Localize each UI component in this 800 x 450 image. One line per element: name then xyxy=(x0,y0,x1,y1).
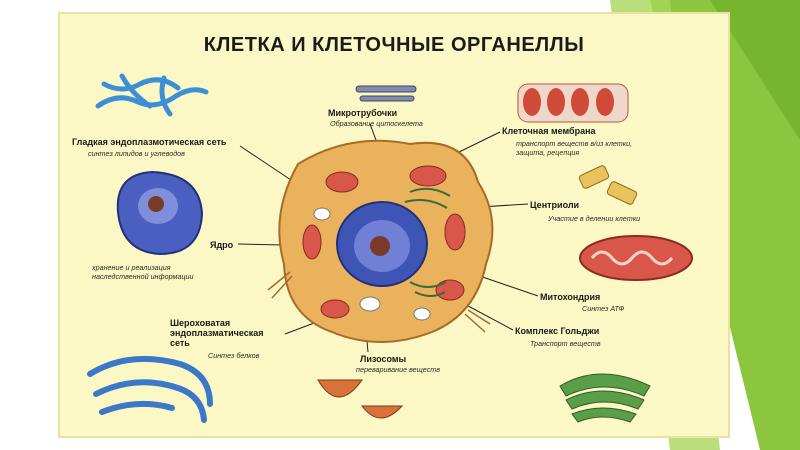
microtubules-desc: Образование цитоскелета xyxy=(330,119,423,128)
cell-body xyxy=(267,139,494,343)
poster-title: КЛЕТКА И КЛЕТОЧНЫЕ ОРГАНЕЛЛЫ xyxy=(203,34,585,56)
golgi-desc: Транспорт веществ xyxy=(530,339,601,348)
mitochondria-illustration xyxy=(579,235,693,281)
lysosomes-desc: переваривание веществ xyxy=(356,365,441,374)
nucleus-desc-2: наследственной информации xyxy=(92,272,194,281)
golgi-label: Комплекс Гольджи xyxy=(515,326,600,336)
centrioles-label: Центриоли xyxy=(530,200,580,210)
rough-er-label-1: Шероховатая xyxy=(170,318,231,328)
membrane-desc-2: защита, рецепция xyxy=(516,148,580,157)
rough-er-label-2: эндоплазматическая xyxy=(170,328,264,338)
mitochondria-label: Митохондрия xyxy=(540,292,601,302)
membrane-desc-1: транспорт веществ в/из клетки, xyxy=(516,139,633,148)
smooth-er-label: Гладкая эндоплазмотическая сеть xyxy=(72,137,227,147)
lysosomes-label: Лизосомы xyxy=(360,354,407,364)
membrane-label: Клеточная мембрана xyxy=(502,126,596,136)
nucleus-desc-1: хранение и реализация xyxy=(92,263,171,272)
smooth-er-desc: синтез липидов и углеводов xyxy=(88,149,185,158)
microtubules-illustration xyxy=(355,85,417,102)
cell-diagram xyxy=(87,73,693,423)
mitochondria-desc: Синтез АТФ xyxy=(582,304,625,313)
rough-er-illustration xyxy=(87,355,213,423)
golgi-illustration xyxy=(559,373,651,423)
centrioles-illustration xyxy=(578,165,638,205)
smooth-er-illustration xyxy=(95,73,209,117)
microtubules-label: Микротрубочки xyxy=(328,108,398,118)
centrioles-desc: Участие в делении клетки xyxy=(548,214,641,223)
lysosomes-illustration xyxy=(317,379,404,419)
rough-er-desc: Синтез белков xyxy=(208,351,260,360)
poster: КЛЕТКА И КЛЕТОЧНЫЕ ОРГАНЕЛЛЫ xyxy=(58,12,730,438)
nucleus-label: Ядро xyxy=(210,240,234,250)
membrane-illustration xyxy=(517,83,629,123)
nucleus-illustration xyxy=(116,170,204,256)
rough-er-label-3: сеть xyxy=(170,338,190,348)
